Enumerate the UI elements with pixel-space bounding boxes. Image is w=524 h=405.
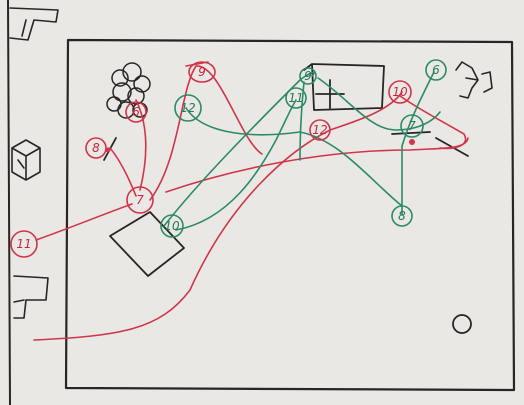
green-marker-8[interactable]: 8: [391, 205, 413, 227]
red-marker-10[interactable]: 10: [388, 80, 412, 104]
rectangle-icon: [109, 211, 185, 277]
margin-chair-icon: [13, 275, 49, 319]
svg-text:8: 8: [92, 141, 100, 155]
red-marker-7[interactable]: 7: [126, 186, 154, 214]
green-marker-12[interactable]: 12: [174, 94, 202, 122]
svg-text:10: 10: [164, 219, 180, 233]
floorplan-frame: [64, 38, 516, 392]
chair-icon: [455, 61, 493, 99]
green-markers: 12 10 11 9 6 7 8: [160, 59, 447, 238]
svg-text:12: 12: [312, 123, 327, 137]
green-marker-7[interactable]: 7: [400, 114, 424, 138]
margin-cube-icon: [11, 139, 41, 181]
margin-flag-icon: [9, 7, 59, 41]
svg-text:11: 11: [288, 91, 303, 105]
table-icon: [303, 63, 385, 111]
red-marker-9[interactable]: 9: [188, 61, 216, 83]
svg-text:6: 6: [432, 63, 440, 77]
green-route-lines: [163, 71, 441, 231]
svg-text:7: 7: [136, 193, 144, 207]
svg-text:8: 8: [398, 209, 406, 223]
green-marker-6[interactable]: 6: [425, 59, 447, 81]
red-dot-7: [409, 139, 415, 145]
red-marker-8[interactable]: 8: [85, 137, 111, 159]
svg-text:9: 9: [304, 69, 312, 83]
red-markers: 9 6 8 7 11 12 10: [10, 61, 415, 258]
red-route-lines: [33, 61, 469, 341]
svg-text:7: 7: [408, 119, 416, 133]
red-marker-6[interactable]: 6: [125, 101, 147, 123]
svg-text:9: 9: [198, 65, 206, 79]
red-marker-12[interactable]: 12: [309, 119, 331, 141]
svg-text:6: 6: [132, 105, 140, 119]
green-marker-9[interactable]: 9: [299, 67, 317, 85]
svg-text:10: 10: [392, 85, 408, 99]
red-marker-11[interactable]: 11: [10, 230, 38, 258]
left-margin-line: [7, 0, 11, 405]
green-marker-10[interactable]: 10: [160, 214, 184, 238]
green-marker-11[interactable]: 11: [285, 87, 307, 109]
svg-text:12: 12: [180, 101, 195, 115]
svg-text:11: 11: [16, 237, 31, 251]
circle-icon: [452, 314, 472, 334]
